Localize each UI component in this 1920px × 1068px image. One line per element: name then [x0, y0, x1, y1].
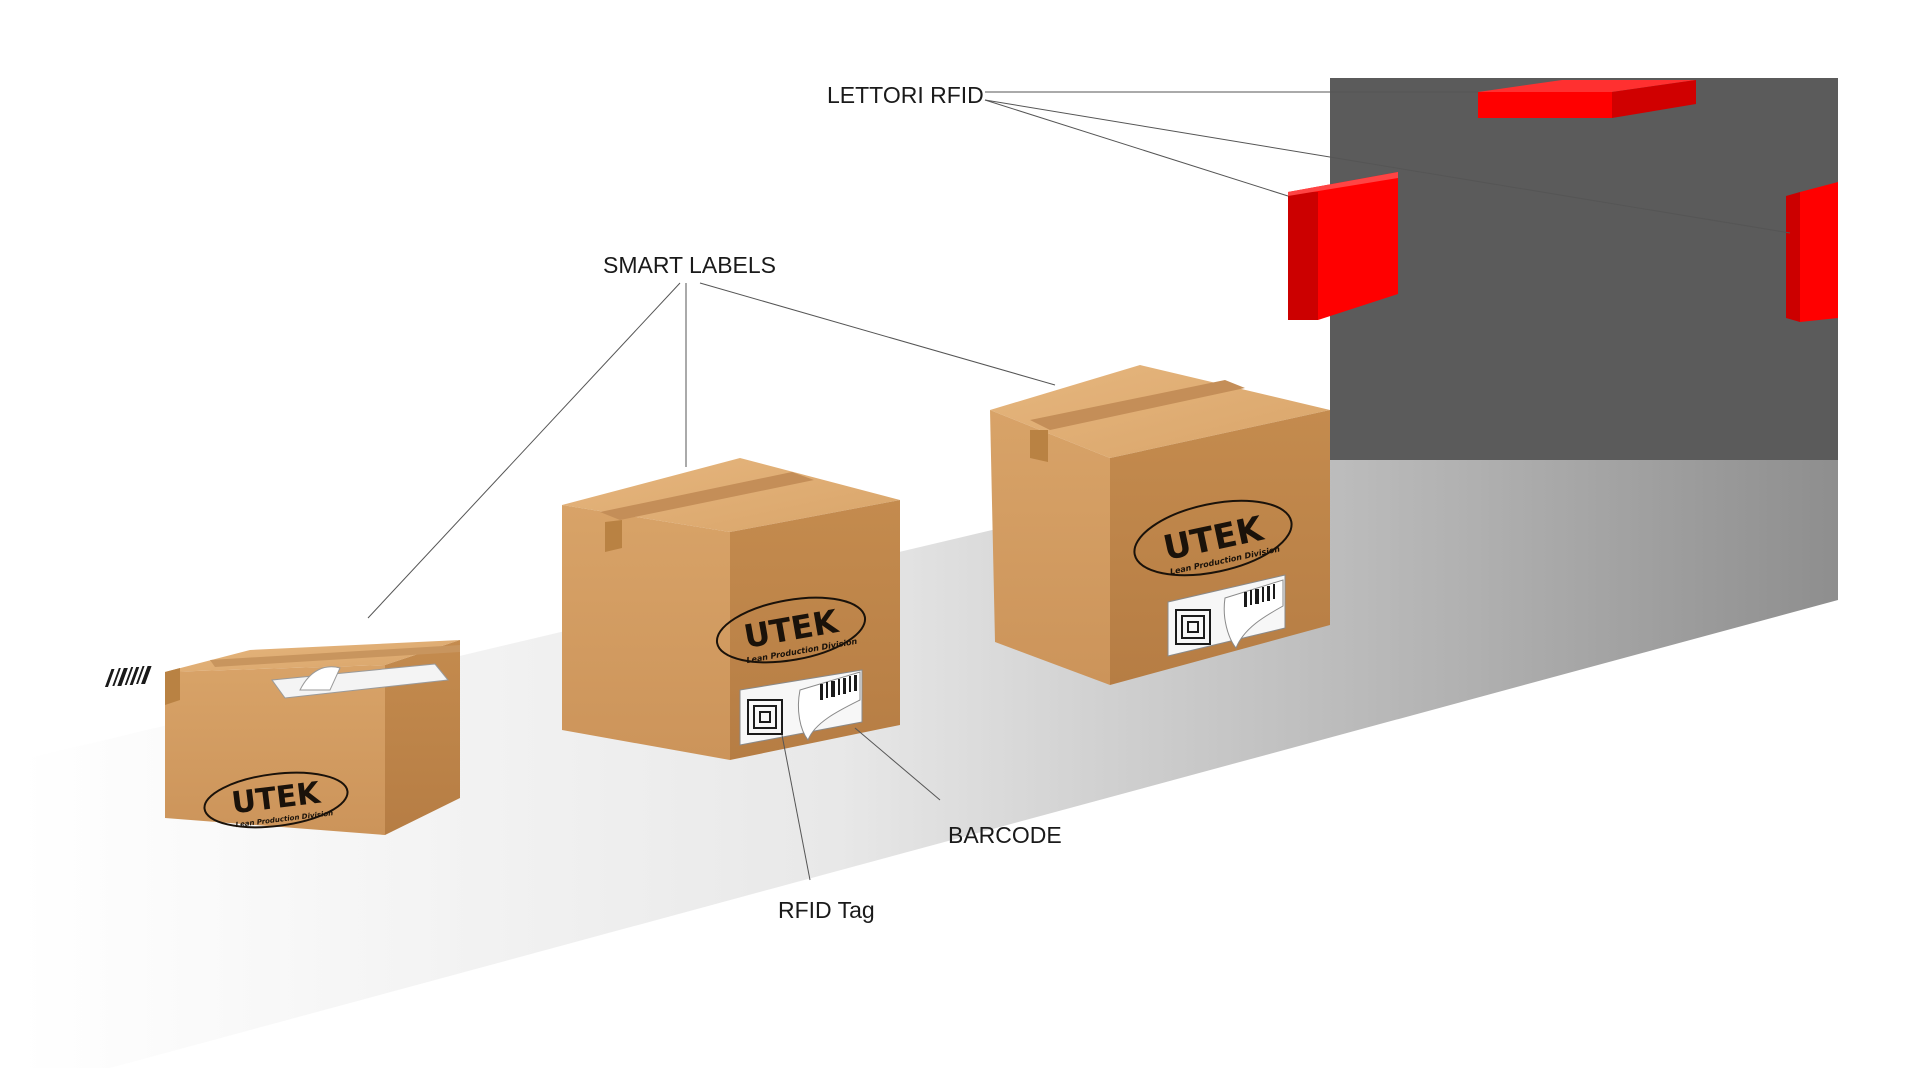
rfid-tag-icon — [1175, 609, 1211, 645]
callout-barcode: BARCODE — [948, 822, 1062, 848]
box-3: UTEK Lean Production Division — [990, 365, 1330, 685]
rfid-tag-icon — [747, 699, 783, 735]
smart-label-top — [104, 663, 449, 699]
conveyor-floor — [20, 450, 1838, 1068]
box-2: UTEK Lean Production Division — [562, 458, 900, 760]
barcode-stripes — [104, 666, 152, 687]
callout-smart-labels: SMART LABELS — [603, 252, 776, 278]
leader-readers-right — [984, 99, 1791, 234]
rfid-reader-top — [1478, 80, 1696, 118]
leader-label-box1 — [367, 282, 681, 619]
leader-rfid-tag — [781, 734, 811, 881]
box-1: UTEK Lean Production Division — [104, 640, 460, 835]
rfid-reader-left — [1288, 172, 1398, 320]
leader-readers-left — [984, 99, 1289, 197]
smart-label-front — [739, 669, 863, 746]
barcode-stripes — [1244, 584, 1275, 607]
callout-readers: LETTORI RFID — [827, 82, 984, 108]
rfid-reader-right — [1786, 182, 1838, 322]
barcode-stripes — [820, 675, 857, 700]
gate-wall — [1330, 78, 1838, 460]
leader-lines — [367, 91, 1791, 881]
leader-label-box3 — [699, 282, 1056, 386]
callout-rfid-tag: RFID Tag — [778, 897, 875, 923]
leader-barcode — [854, 727, 941, 801]
smart-label-front — [1167, 574, 1286, 657]
